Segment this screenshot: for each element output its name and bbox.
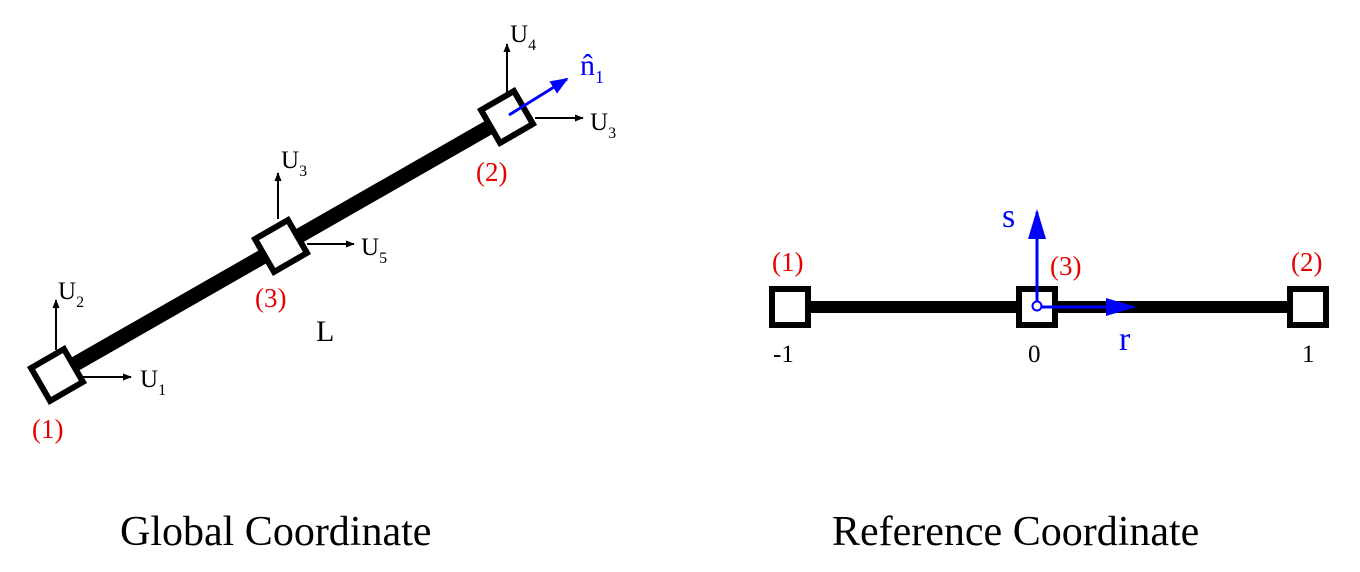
global-element: U1 U2 U5 U3 U3 U4 n̂1 (1) (3) (2) L Glob… [26, 21, 616, 555]
dof-label-u3: U3 [590, 109, 616, 142]
global-node-3 [250, 215, 312, 277]
dof-label-u2: U2 [58, 278, 84, 311]
dof-label-u4: U4 [510, 21, 536, 54]
reference-element: s r (1) (3) (2) -1 0 1 Reference Coordin… [769, 198, 1329, 555]
reference-node-3-label: (3) [1050, 251, 1081, 281]
reference-node-2-label: (2) [1291, 247, 1322, 277]
global-node-3-label: (3) [255, 283, 286, 313]
reference-node-1-label: (1) [772, 247, 803, 277]
global-node-1 [26, 344, 88, 406]
global-node-1-label: (1) [32, 414, 63, 444]
global-caption: Global Coordinate [120, 509, 431, 555]
dof-label-u1: U1 [140, 366, 166, 399]
normal-vector-arrow [508, 77, 569, 117]
coord-tick-0: 0 [1028, 341, 1041, 368]
r-axis-label: r [1119, 321, 1131, 358]
origin-marker [1031, 300, 1043, 312]
reference-node-2 [1287, 286, 1329, 328]
s-axis-label: s [1002, 198, 1015, 235]
global-node-2-label: (2) [476, 157, 507, 187]
reference-caption: Reference Coordinate [832, 509, 1199, 555]
coord-tick-1: 1 [1302, 341, 1315, 368]
coord-tick-minus1: -1 [773, 341, 794, 368]
dof-label-u5: U5 [361, 234, 387, 267]
dof-label-u3-mid: U3 [281, 147, 307, 180]
reference-node-1 [769, 286, 811, 328]
normal-vector-label: n̂1 [580, 49, 604, 87]
length-label: L [316, 315, 334, 348]
